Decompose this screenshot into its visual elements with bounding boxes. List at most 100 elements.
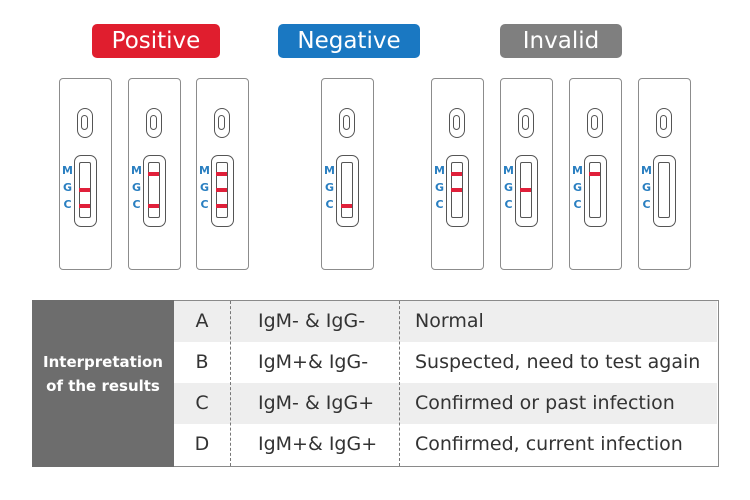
marker-g: G — [324, 181, 335, 194]
interpretation-label-line1: Interpretation — [43, 353, 163, 371]
test-line-g — [79, 188, 90, 192]
result-window — [653, 155, 676, 227]
marker-g: G — [199, 181, 210, 194]
table-row: B IgM+& IgG- Suspected, need to test aga… — [174, 342, 717, 383]
marker-m: M — [434, 164, 445, 177]
positive-badge: Positive — [92, 24, 220, 58]
test-line-g — [451, 188, 462, 192]
marker-c: C — [504, 198, 513, 211]
column-divider — [399, 301, 400, 466]
marker-m: M — [62, 164, 73, 177]
result-window — [336, 155, 359, 227]
interpretation-label-panel: Interpretation of the results — [32, 300, 174, 467]
sample-well-icon — [449, 108, 465, 138]
marker-m: M — [641, 164, 652, 177]
interpretation-table: A IgM- & IgG- Normal B IgM+& IgG- Suspec… — [174, 300, 719, 467]
marker-m: M — [199, 164, 210, 177]
column-divider — [230, 301, 231, 466]
marker-m: M — [131, 164, 142, 177]
marker-c: C — [642, 198, 651, 211]
table-row: C IgM- & IgG+ Confirmed or past infectio… — [174, 383, 717, 424]
interpretation-text: Confirmed, current infection — [415, 433, 683, 455]
result-window — [446, 155, 469, 227]
sample-well-icon — [77, 108, 93, 138]
antibody-result: IgM- & IgG+ — [258, 392, 375, 414]
sample-well-icon — [656, 108, 672, 138]
result-window — [515, 155, 538, 227]
marker-g: G — [434, 181, 445, 194]
test-strip — [216, 162, 228, 218]
marker-c: C — [435, 198, 444, 211]
test-line-c — [79, 204, 90, 208]
test-line-m — [148, 172, 159, 176]
negative-badge: Negative — [278, 24, 420, 58]
interpretation-text: Suspected, need to test again — [415, 351, 701, 373]
test-line-m — [216, 172, 227, 176]
marker-g: G — [503, 181, 514, 194]
marker-m: M — [324, 164, 335, 177]
test-line-g — [216, 188, 227, 192]
test-strip — [148, 162, 160, 218]
result-window — [143, 155, 166, 227]
test-strip — [589, 162, 601, 218]
marker-c: C — [63, 198, 72, 211]
marker-m: M — [572, 164, 583, 177]
marker-c: C — [132, 198, 141, 211]
invalid-badge: Invalid — [500, 24, 622, 58]
test-line-c — [341, 204, 352, 208]
marker-c: C — [200, 198, 209, 211]
sample-well-icon — [339, 108, 355, 138]
row-letter: A — [195, 310, 209, 332]
test-strip — [79, 162, 91, 218]
marker-c: C — [573, 198, 582, 211]
marker-g: G — [641, 181, 652, 194]
row-letter: B — [195, 351, 209, 373]
marker-m: M — [503, 164, 514, 177]
interpretation-text: Normal — [415, 310, 484, 332]
antibody-result: IgM+& IgG+ — [258, 433, 378, 455]
sample-well-icon — [518, 108, 534, 138]
test-strip — [658, 162, 670, 218]
test-line-g — [520, 188, 531, 192]
test-line-m — [451, 172, 462, 176]
marker-g: G — [572, 181, 583, 194]
interpretation-label-line2: of the results — [46, 377, 160, 395]
test-line-m — [589, 172, 600, 176]
marker-g: G — [131, 181, 142, 194]
result-window — [584, 155, 607, 227]
test-strip — [341, 162, 353, 218]
marker-c: C — [325, 198, 334, 211]
test-strip — [451, 162, 463, 218]
table-row: D IgM+& IgG+ Confirmed, current infectio… — [174, 424, 717, 466]
row-letter: D — [194, 433, 210, 455]
table-row: A IgM- & IgG- Normal — [174, 301, 717, 342]
antibody-result: IgM+& IgG- — [258, 351, 369, 373]
interpretation-text: Confirmed or past infection — [415, 392, 675, 414]
result-window — [74, 155, 97, 227]
antibody-result: IgM- & IgG- — [258, 310, 366, 332]
sample-well-icon — [214, 108, 230, 138]
sample-well-icon — [146, 108, 162, 138]
sample-well-icon — [587, 108, 603, 138]
test-line-c — [148, 204, 159, 208]
marker-g: G — [62, 181, 73, 194]
test-line-c — [216, 204, 227, 208]
test-strip — [520, 162, 532, 218]
row-letter: C — [195, 392, 209, 414]
